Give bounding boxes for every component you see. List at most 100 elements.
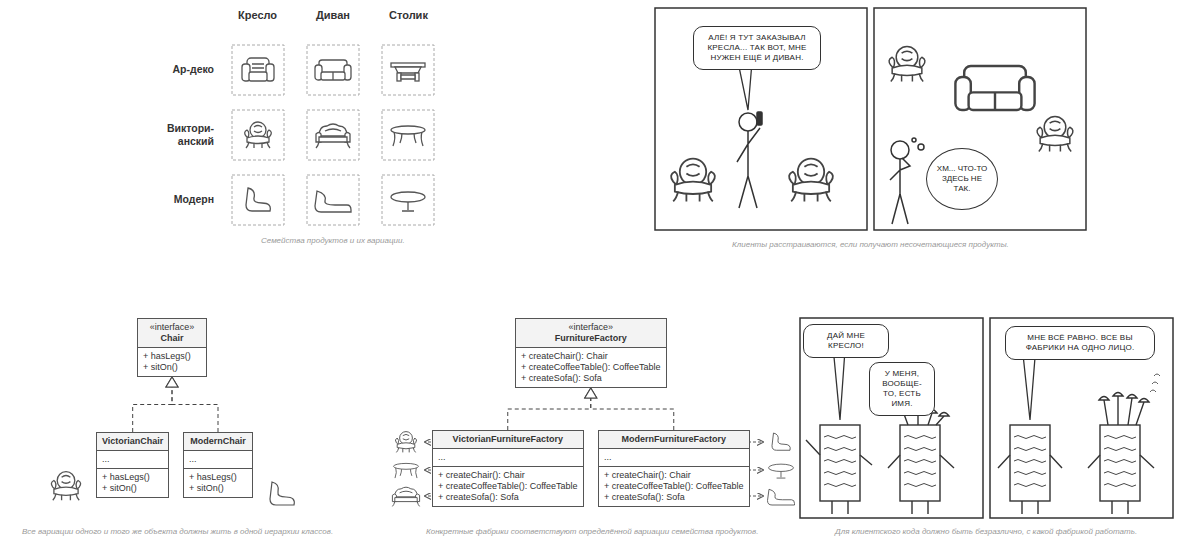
class-section: ModernChair [184,433,252,450]
class-icons [769,464,794,478]
class-member: + sitOn() [189,483,247,494]
class-section: + createChair(): Chair+ createCoffeeTabl… [599,466,749,506]
product-grid [232,110,284,160]
thinking-figure [912,138,916,142]
thinking-figure [891,141,909,159]
class-member: + hasLegs() [102,472,163,483]
class-member: + createSofa(): Sofa [438,492,578,503]
factory-character [806,374,1160,514]
row-header: Ар-деко [134,63,214,76]
class-icons [51,472,80,501]
speech-bubble: АЛЁ! Я ТУТ ЗАКАЗЫВАЛ КРЕСЛА... ТАК ВОТ, … [693,26,821,70]
product-grid [382,110,434,160]
comic-furniture [1037,116,1073,151]
product-icons [391,192,425,211]
class-member: + createChair(): Chair [521,351,661,362]
connector-line [172,387,218,432]
factory-character [806,440,872,514]
class-section: ... [599,448,749,466]
stick-figure [737,128,760,208]
column-header: Столик [389,8,428,22]
class-box: VictorianChair... + hasLegs()+ sitOn() [96,432,169,498]
class-header-text: ModernFurnitureFactory [604,434,744,445]
class-section: ... [97,450,168,468]
class-icons [768,489,795,505]
product-icons [245,122,272,148]
speech-bubble: МНЕ ВСЁ РАВНО. ВСЕ ВЫ ФАБРИКИ НА ОДНО ЛИ… [1005,326,1155,360]
comic-panels [874,8,1086,230]
realization-arrow [166,377,218,432]
class-section: + hasLegs()+ sitOn() [184,468,252,497]
class-member: + createSofa(): Sofa [521,373,661,384]
class-member: + hasLegs() [143,351,201,362]
speech-text: АЛЁ! Я ТУТ ЗАКАЗЫВАЛ КРЕСЛА... ТАК ВОТ, … [701,33,813,63]
class-section: ... [433,448,583,466]
product-icons [315,60,351,80]
connector-line [508,398,591,430]
product-icons [316,124,350,148]
comic-panels [990,318,1173,518]
comic-furniture [789,159,833,202]
class-member: ... [102,454,163,465]
class-section: + createChair(): Chair+ createCoffeeTabl… [433,466,583,506]
class-member: + sitOn() [143,362,201,373]
class-section: VictorianChair [97,433,168,450]
product-icons [391,126,425,146]
class-header-text: «interface» [521,322,661,333]
class-member: + createCoffeeTable(): CoffeeTable [438,481,578,492]
class-header-text: FurnitureFactory [521,333,661,344]
class-box: ModernFurnitureFactory...+ createChair()… [598,430,750,507]
speech-bubble: У МЕНЯ, ВООБЩЕ-ТО, ЕСТЬ ИМЯ. [869,362,935,416]
class-box: ModernChair... + hasLegs()+ sitOn() [183,432,253,498]
speech-bubble: ДАЙ МНЕ КРЕСЛО! [803,324,889,358]
caption: Для клиентского кода должно быть безразл… [835,527,1137,537]
class-member: ... [189,454,247,465]
factory-character [1150,374,1160,392]
product-grid [307,175,359,225]
product-icons [242,58,274,81]
connector-line [591,398,674,430]
factory-character [1099,393,1149,403]
product-grid [382,45,434,95]
class-icons [772,433,790,450]
class-icons [395,432,416,453]
product-grid [307,45,359,95]
realization-arrow [508,388,597,430]
factory-character [820,425,860,501]
column-header: Кресло [238,8,277,22]
row-header: Модерн [134,193,214,206]
factory-character [888,412,954,514]
comic-panels [800,318,1173,518]
product-grid [232,175,284,225]
product-icons [315,191,351,212]
factory-character [824,436,856,487]
inheritance-head [166,377,178,387]
class-section: + createChair(): Chair+ createCoffeeTabl… [516,347,666,387]
speech-text: МНЕ ВСЁ РАВНО. ВСЕ ВЫ ФАБРИКИ НА ОДНО ЛИ… [1013,333,1147,353]
stick-figure [737,112,762,208]
class-section: «interface»Chair [138,319,206,347]
factory-character [900,425,940,501]
class-icons [392,487,419,506]
class-section: «interface»FurnitureFactory [516,319,666,347]
factory-character [1010,425,1050,501]
interface-box: «interface»Chair + hasLegs()+ sitOn() [137,318,207,377]
class-section: + hasLegs()+ sitOn() [97,468,168,497]
stick-figure [739,113,757,131]
product-grid [382,175,434,225]
class-section: ... [184,450,252,468]
class-member: + hasLegs() [189,472,247,483]
class-header-text: VictorianFurnitureFactory [438,434,578,445]
connector-line [133,387,172,432]
class-member: + createSofa(): Sofa [604,492,744,503]
product-icons [246,188,270,211]
stick-figure [757,112,762,125]
inheritance-head [585,388,597,398]
caption: Конкретные фабрики соответствуют определ… [426,527,758,537]
factory-character [998,455,1062,514]
row-header: Виктори- анский [158,122,214,148]
comic-panels [655,8,867,230]
class-icons [394,463,419,478]
class-member: + createCoffeeTable(): CoffeeTable [604,481,744,492]
